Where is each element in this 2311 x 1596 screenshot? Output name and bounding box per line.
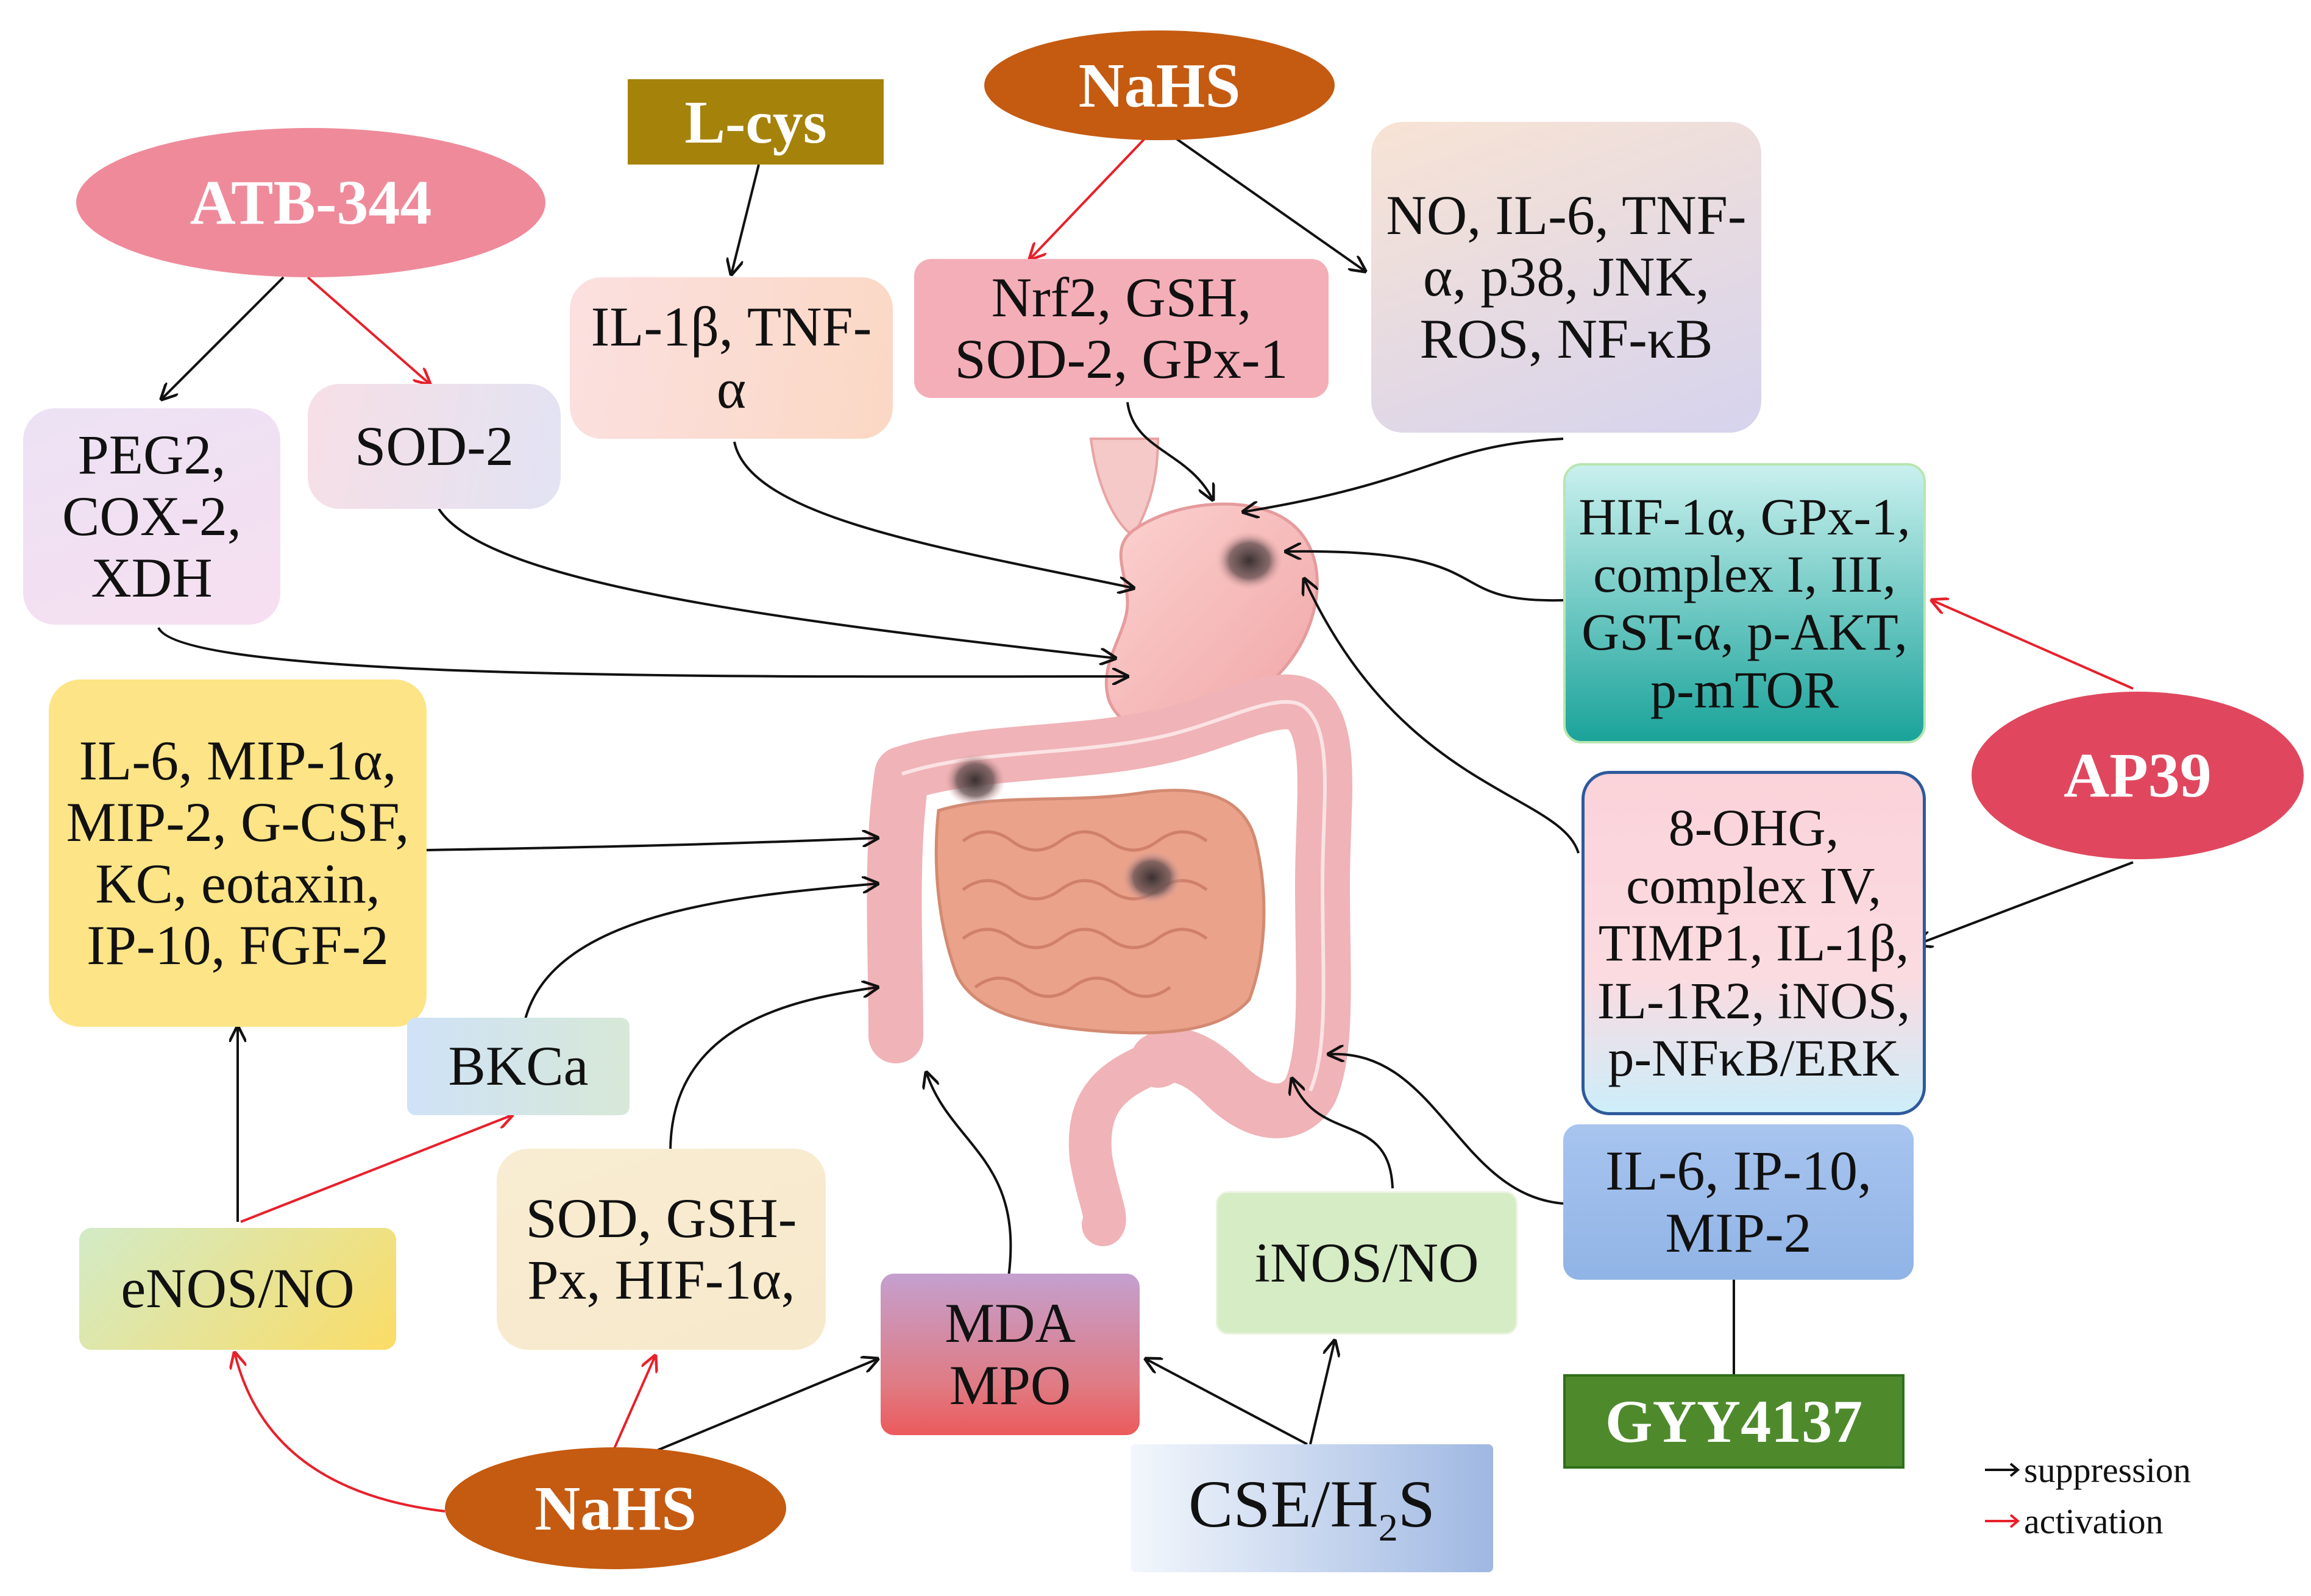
lcys-rect: L-cys bbox=[628, 79, 884, 165]
8ohg-complexiv-box: 8-OHG, complex IV, TIMP1, IL-1β, IL-1R2,… bbox=[1581, 771, 1926, 1115]
legend: suppression activation bbox=[1984, 1444, 2191, 1547]
peg2-cox2-xdh-box: PEG2, COX-2, XDH bbox=[23, 408, 280, 625]
bkca-box: BKCa bbox=[407, 1018, 630, 1115]
intestine-illustration bbox=[867, 674, 1352, 1246]
nrf2-gsh-box: Nrf2, GSH, SOD-2, GPx-1 bbox=[914, 259, 1329, 398]
inos-no-box: iNOS/NO bbox=[1216, 1191, 1518, 1335]
legend-suppression: suppression bbox=[1984, 1444, 2191, 1495]
nahs-bottom-label: NaHS bbox=[534, 1473, 697, 1544]
hif1a-gpx1-box: HIF-1α, GPx-1, complex I, III, GST-α, p-… bbox=[1563, 463, 1926, 743]
lcys-label: L-cys bbox=[684, 88, 827, 156]
gyy4137-rect: GYY4137 bbox=[1563, 1374, 1905, 1469]
ap39-label: AP39 bbox=[2064, 740, 2212, 810]
cse-h2s-label: CSE/H2S bbox=[1188, 1466, 1435, 1549]
nahs-bottom-oval: NaHS bbox=[445, 1447, 786, 1569]
enos-no-box: eNOS/NO bbox=[79, 1228, 396, 1350]
il6-mip1a-box: IL-6, MIP-1α, MIP-2, G-CSF, KC, eotaxin,… bbox=[49, 679, 427, 1027]
legend-activation: activation bbox=[1984, 1495, 2191, 1547]
ap39-oval: AP39 bbox=[1972, 692, 2304, 859]
no-il6-tnfa-box: NO, IL-6, TNF-α, p38, JNK, ROS, NF-κB bbox=[1371, 122, 1761, 433]
gyy4137-label: GYY4137 bbox=[1605, 1388, 1863, 1455]
sod2-box: SOD-2 bbox=[308, 384, 561, 509]
nahs-top-oval: NaHS bbox=[984, 30, 1335, 140]
mda-mpo-box: MDA MPO bbox=[881, 1274, 1140, 1435]
il6-ip10-box: IL-6, IP-10, MIP-2 bbox=[1563, 1124, 1914, 1280]
atb344-label: ATB-344 bbox=[190, 168, 432, 238]
sod-gshpx-box: SOD, GSH-Px, HIF-1α, bbox=[497, 1149, 826, 1350]
il1b-tnfa-box: IL-1β, TNF-α bbox=[570, 277, 893, 439]
nahs-top-label: NaHS bbox=[1078, 50, 1241, 121]
cse-h2s-box: CSE/H2S bbox=[1131, 1444, 1493, 1572]
atb344-oval: ATB-344 bbox=[76, 128, 545, 277]
